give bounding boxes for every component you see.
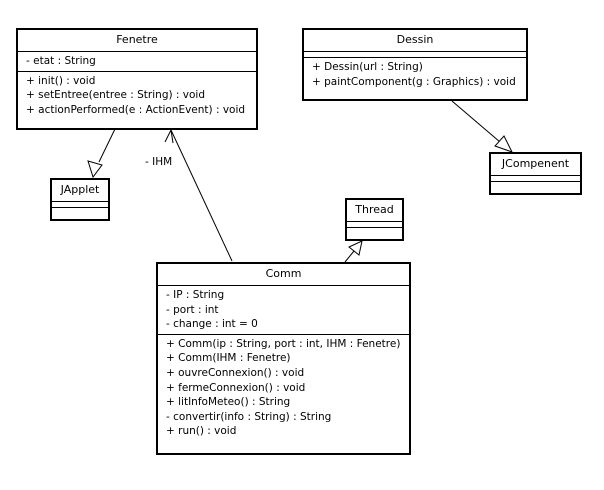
generalization-arrowhead-jcompenent	[494, 135, 514, 153]
class-name-thread: Thread	[347, 200, 402, 222]
attribute-ip: - IP : String	[166, 289, 225, 301]
attributes-comm: - IP : String - port : int - change : in…	[158, 286, 409, 335]
attributes-thread	[347, 222, 402, 228]
class-japplet: JApplet	[50, 178, 110, 221]
operations-japplet	[52, 208, 108, 213]
operation-comm-constructor-ihm: + Comm(IHM : Fenetre)	[166, 352, 291, 365]
class-name-jcompenent: JCompenent	[491, 154, 580, 176]
operation-dessin-constructor: + Dessin(url : String)	[312, 61, 423, 73]
class-name-fenetre: Fenetre	[18, 30, 256, 52]
attributes-jcompenent	[491, 176, 580, 182]
attribute-port: - port : int	[166, 303, 219, 316]
operation-actionperformed: + actionPerformed(e : ActionEvent) : voi…	[26, 103, 246, 116]
attribute-change: - change : int = 0	[166, 318, 258, 331]
attributes-dessin	[304, 52, 526, 58]
class-thread: Thread	[345, 198, 404, 241]
association-arrowhead-fenetre	[164, 128, 174, 144]
class-name-japplet: JApplet	[52, 180, 108, 202]
operation-run: + run() : void	[166, 425, 237, 438]
association-role-ihm: - IHM	[145, 156, 173, 168]
class-name-dessin: Dessin	[304, 30, 526, 52]
association-comm-fenetre	[170, 129, 233, 262]
operation-init: + init() : void	[26, 74, 96, 87]
generalization-fenetre-japplet	[98, 128, 116, 163]
operations-fenetre: + init() : void + setEntree(entree : Str…	[18, 72, 256, 120]
operations-jcompenent	[491, 182, 580, 187]
operation-paintcomponent: + paintComponent(g : Graphics) : void	[312, 75, 516, 88]
operations-dessin: + Dessin(url : String) + paintComponent(…	[304, 58, 526, 91]
operations-comm: + Comm(ip : String, port : int, IHM : Fe…	[158, 335, 409, 441]
generalization-arrowhead-japplet	[87, 160, 103, 179]
class-fenetre: Fenetre - etat : String + init() : void …	[16, 28, 258, 130]
operations-thread	[347, 228, 402, 233]
attributes-fenetre: - etat : String	[18, 52, 256, 72]
class-comm: Comm - IP : String - port : int - change…	[156, 262, 411, 455]
generalization-comm-thread	[344, 250, 355, 263]
generalization-dessin-jcompenent	[451, 100, 501, 143]
operation-setentree: + setEntree(entree : String) : void	[26, 89, 206, 102]
attributes-japplet	[52, 202, 108, 208]
operation-litinfometeo: + litInfoMeteo() : String	[166, 396, 291, 409]
class-dessin: Dessin + Dessin(url : String) + paintCom…	[302, 28, 528, 101]
operation-fermeconnexion: + fermeConnexion() : void	[166, 381, 306, 394]
class-name-comm: Comm	[158, 264, 409, 286]
operation-comm-constructor-full: + Comm(ip : String, port : int, IHM : Fe…	[166, 337, 401, 350]
operation-ouvreconnexion: + ouvreConnexion() : void	[166, 366, 305, 379]
attribute-etat: - etat : String	[26, 55, 96, 67]
operation-convertir: - convertir(info : String) : String	[166, 410, 332, 423]
class-jcompenent: JCompenent	[489, 152, 582, 195]
generalization-arrowhead-thread	[348, 240, 363, 256]
